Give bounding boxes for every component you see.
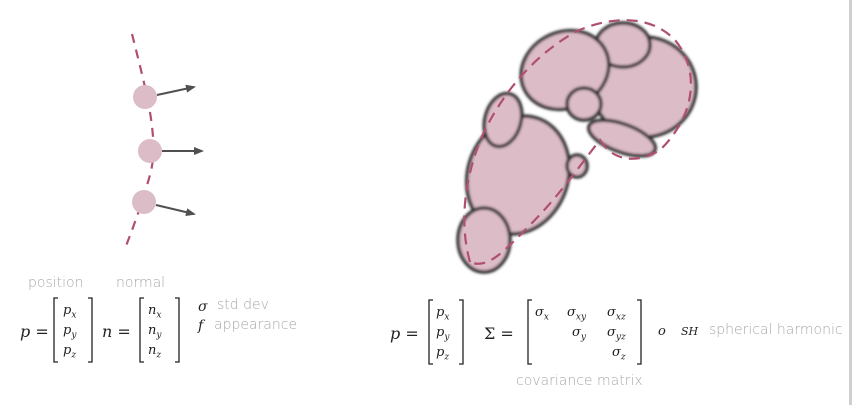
sigma-symbol: σ <box>198 299 208 315</box>
gaussian-tiny <box>565 153 589 179</box>
cov-sigma-yz: σyz <box>607 325 626 343</box>
left-n-vector-y: ny <box>148 323 162 341</box>
right-p-vector-x: px <box>436 305 450 323</box>
left-p-vector-x: px <box>63 303 77 321</box>
right-p-vector-z: pz <box>436 345 450 363</box>
surfel-point-2 <box>138 139 162 163</box>
cov-sigma-xz: σxz <box>607 305 626 323</box>
label-spherical-harmonic: spherical harmonic <box>709 322 843 338</box>
cov-sigma-x: σx <box>535 305 549 323</box>
gaussian-small-left <box>482 91 524 149</box>
f-symbol: f <box>198 318 204 334</box>
cov-sigma-xy: σxy <box>567 305 587 323</box>
normal-arrow-1 <box>156 84 196 96</box>
left-n-vector-brackets <box>139 297 180 363</box>
gaussian-small-center <box>565 86 603 122</box>
right-p-vector-y: py <box>436 325 450 343</box>
o-symbol: o <box>658 324 666 339</box>
cov-sigma-z: σz <box>612 345 626 363</box>
gaussian-blob-illustration <box>456 19 698 274</box>
left-n-symbol: n = <box>102 322 131 341</box>
right-p-vector-brackets <box>428 299 464 365</box>
surfel-point-3 <box>132 190 156 214</box>
label-covariance-matrix: covariance matrix <box>516 373 643 389</box>
surface-curve <box>124 33 155 247</box>
cov-sigma-y: σy <box>572 325 586 343</box>
right-edge-bar <box>849 0 852 405</box>
left-p-vector-z: pz <box>63 343 77 361</box>
sh-symbol: SH <box>681 325 699 338</box>
label-position: position <box>28 275 84 291</box>
left-n-vector-x: nx <box>148 303 162 321</box>
left-n-vector-z: nz <box>148 343 162 361</box>
label-appearance: appearance <box>214 317 298 333</box>
right-p-symbol: p = <box>390 324 419 343</box>
left-p-vector-brackets <box>53 297 93 363</box>
left-p-vector-y: py <box>63 323 77 341</box>
normal-arrow-3 <box>155 204 196 217</box>
label-normal: normal <box>116 275 166 291</box>
left-p-symbol: p = <box>20 322 49 341</box>
blob-outline-curve <box>463 19 693 265</box>
covariance-matrix-brackets <box>527 299 642 365</box>
Sigma-symbol: Σ = <box>484 324 514 343</box>
surfel-point-1 <box>133 85 157 109</box>
gaussian-elongated-right <box>587 118 657 158</box>
left-surfel-illustration <box>124 33 204 247</box>
label-std-dev: std dev <box>217 297 269 313</box>
